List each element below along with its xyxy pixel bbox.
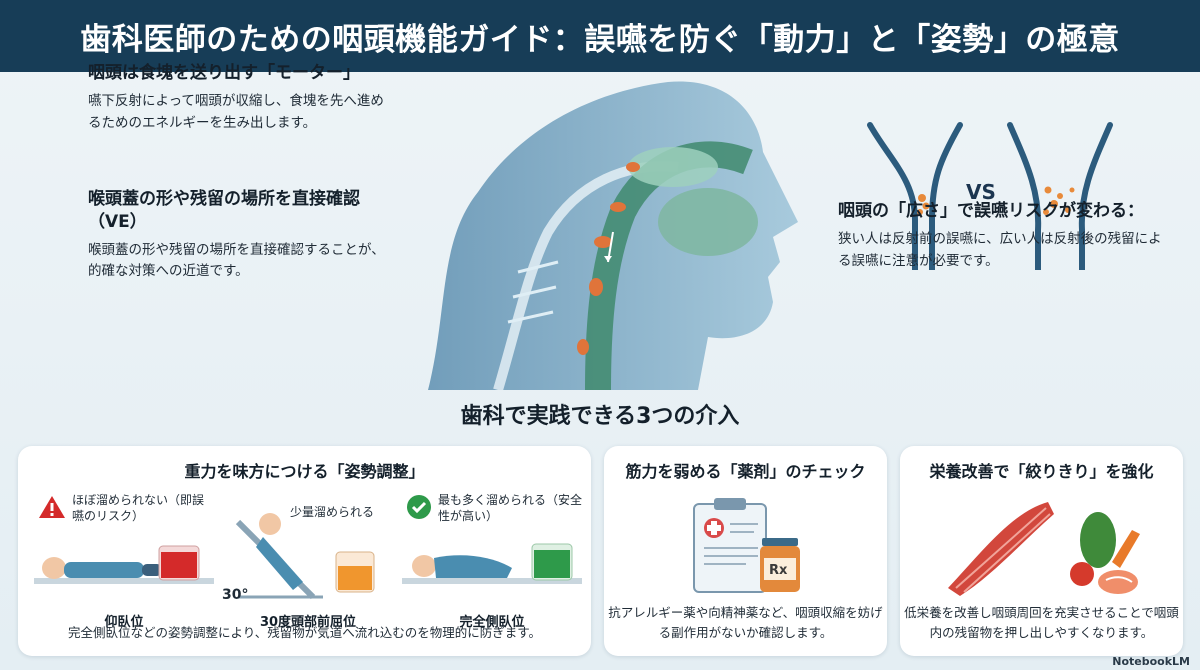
motor-block: 咽頭は食塊を送り出す「モーター」 嚥下反射によって咽頭が収縮し、食塊を先へ進める… <box>88 62 388 134</box>
posture-footer: 完全側臥位などの姿勢調整により、残留物が気道へ流れ込むのを物理的に防ぎます。 <box>67 624 541 640</box>
drug-footer: 抗アレルギー薬や向精神薬など、咽頭収縮を妨げる副作用がないか確認します。 <box>608 605 883 640</box>
posture-title: 重力を味方につける「姿勢調整」 <box>184 462 425 481</box>
thirty-degree-illustration <box>235 513 375 600</box>
motor-heading: 咽頭は食塊を送り出す「モーター」 <box>88 63 360 83</box>
ve-block: 喉頭蓋の形や残留の場所を直接確認（VE） 喉頭蓋の形や残留の場所を直接確認するこ… <box>88 188 388 283</box>
throat-width-comparison <box>867 122 1113 270</box>
vs-label: VS <box>966 180 996 204</box>
rx-label: Rx <box>769 563 788 578</box>
pharynx-anatomy-illustration <box>428 81 798 390</box>
width-heading: 咽頭の「広さ」で誤嚥リスクが変わる： <box>838 201 1144 221</box>
angle-label: 30° <box>222 587 249 603</box>
drug-panel: 筋力を弱める「薬剤」のチェック Rx 抗アレルギー薬や向精神薬など、咽頭収縮を妨… <box>604 446 887 656</box>
position-supine: ほぼ溜められない（即誤嚥のリスク） 仰臥位 <box>34 490 214 630</box>
warning-icon <box>39 496 65 518</box>
brand-label: NotebookLM <box>1112 655 1190 668</box>
posture-panel: 重力を味方につける「姿勢調整」 ほぼ溜められない（即誤嚥のリスク） 仰臥位 少量… <box>18 446 591 656</box>
width-body: 狭い人は反射前の誤嚥に、広い人は反射後の残留による誤嚥に注意が必要です。 <box>838 230 1162 269</box>
ve-heading: 喉頭蓋の形や残留の場所を直接確認（VE） <box>88 189 360 232</box>
position-lateral: 最も多く溜められる（安全性が高い） 完全側臥位 <box>402 490 582 630</box>
lateral-label: 完全側臥位 <box>459 615 525 630</box>
nutrition-footer: 低栄養を改善し咽頭周回を充実させることで咽頭内の残留物を押し出しやすくなります。 <box>904 605 1179 640</box>
page-title: 歯科医師のための咽頭機能ガイド：誤嚥を防ぐ「動力」と「姿勢」の極意 <box>80 21 1120 58</box>
supine-label: 仰臥位 <box>104 615 144 630</box>
prescription-illustration <box>693 498 800 593</box>
header-bar: 歯科医師のための咽頭機能ガイド：誤嚥を防ぐ「動力」と「姿勢」の極意 <box>0 0 1200 72</box>
interventions-title: 歯科で実践できる3つの介入 <box>460 404 740 429</box>
ve-body: 喉頭蓋の形や残留の場所を直接確認することが、的確な対策への近道です。 <box>88 241 385 280</box>
lateral-illustration <box>402 543 582 584</box>
muscle-and-food-illustration <box>948 502 1140 596</box>
supine-note: ほぼ溜められない（即誤嚥のリスク） <box>72 493 205 524</box>
motor-body: 嚥下反射によって咽頭が収縮し、食塊を先へ進めるためのエネルギーを生み出します。 <box>88 92 384 131</box>
nutrition-title: 栄養改善で「絞りきり」を強化 <box>929 462 1154 481</box>
check-icon <box>407 495 431 519</box>
supine-illustration <box>34 545 214 584</box>
drug-title: 筋力を弱める「薬剤」のチェック <box>625 462 866 481</box>
nutrition-panel: 栄養改善で「絞りきり」を強化 低栄養を改善し咽頭周回を充実させることで咽頭内の残… <box>900 446 1183 656</box>
thirty-note: 少量溜められる <box>290 505 375 519</box>
width-block: 咽頭の「広さ」で誤嚥リスクが変わる： 狭い人は反射前の誤嚥に、広い人は反射後の残… <box>838 200 1168 272</box>
thirty-label: 30度頭部前屈位 <box>259 615 357 630</box>
lateral-note: 最も多く溜められる（安全性が高い） <box>438 493 583 524</box>
position-30-degree: 少量溜められる 30° 30度頭部前屈位 <box>218 490 398 630</box>
